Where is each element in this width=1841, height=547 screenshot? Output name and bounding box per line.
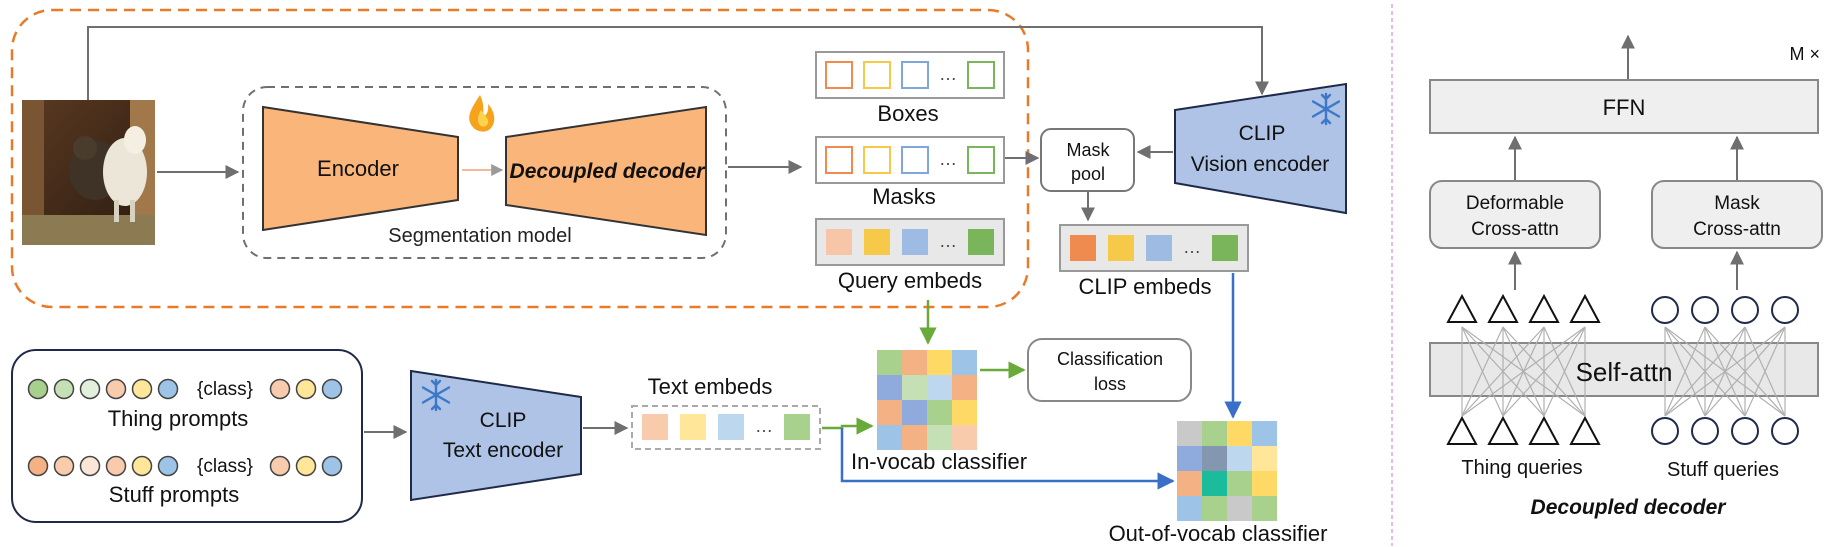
boxes-panel: … — [815, 51, 1005, 99]
ffn-box — [1429, 79, 1819, 134]
thing-class-token: {class} — [197, 379, 253, 400]
m-times-label: M × — [1789, 44, 1820, 64]
classification-loss-label-2: loss — [1094, 374, 1126, 394]
image-to-clip-arrow — [87, 26, 1269, 100]
text-embeds-panel: … — [631, 405, 821, 450]
masks-ellipsis: … — [939, 149, 957, 169]
clip-embeds-label: CLIP embeds — [1079, 274, 1212, 299]
classification-loss-box — [1027, 338, 1192, 402]
deformable-cross-attn-box — [1429, 180, 1601, 249]
thing-queries-label: Thing queries — [1461, 457, 1582, 479]
in-vocab-classifier-grid — [877, 350, 977, 450]
input-image — [22, 100, 155, 245]
textembeds-to-invocab-arrow — [822, 417, 874, 435]
decoupled-decoder-block — [505, 105, 707, 237]
segmentation-model-label: Segmentation model — [388, 225, 571, 247]
thing-query-inputs — [1446, 415, 1601, 445]
text-embeds-label: Text embeds — [648, 374, 773, 399]
boxes-ellipsis: … — [939, 64, 957, 84]
masks-panel: … — [815, 136, 1005, 184]
mask-cross-label-2: Cross-attn — [1693, 219, 1781, 240]
clip-text-encoder-block — [410, 369, 582, 502]
out-of-vocab-classifier-grid — [1177, 421, 1277, 521]
mask-pool-box — [1040, 128, 1135, 192]
self-attn-label: Self-attn — [1576, 357, 1673, 387]
decoupled-decoder-label: Decoupled decoder — [510, 160, 707, 183]
query-embeds-panel: … — [815, 218, 1005, 266]
clip-text-label-1: CLIP — [480, 409, 527, 432]
mask-cross-attn-box — [1651, 180, 1823, 249]
stuff-queries-label: Stuff queries — [1667, 459, 1779, 481]
clip-text-label-2: Text encoder — [443, 439, 563, 462]
query-embeds-label: Query embeds — [838, 268, 982, 293]
encoder-block — [262, 105, 459, 232]
thing-prompts-label: Thing prompts — [108, 406, 249, 431]
clip-embeds-panel: … — [1059, 224, 1249, 272]
ffn-label: FFN — [1603, 95, 1646, 120]
stuff-query-inputs — [1651, 417, 1799, 445]
stuff-prompt-tokens — [27, 455, 343, 477]
self-attn-box — [1429, 342, 1819, 397]
mask-cross-label-1: Mask — [1714, 193, 1760, 214]
masks-label: Masks — [872, 184, 936, 209]
deformable-label-2: Cross-attn — [1471, 219, 1559, 240]
text-embeds-ellipsis: … — [755, 416, 773, 436]
out-of-vocab-classifier-label: Out-of-vocab classifier — [1109, 521, 1328, 546]
boxes-label: Boxes — [877, 101, 938, 126]
segmentation-model-box — [242, 86, 727, 259]
mask-pool-label-2: pool — [1071, 164, 1105, 184]
stuff-class-token: {class} — [197, 456, 253, 477]
stuff-query-outputs — [1651, 296, 1799, 324]
encoder-label: Encoder — [317, 156, 399, 181]
clip-embeds-ellipsis: … — [1183, 237, 1201, 257]
clip-vision-label-2: Vision encoder — [1191, 153, 1330, 176]
mask-pool-label-1: Mask — [1066, 140, 1110, 160]
thing-query-outputs — [1446, 293, 1601, 323]
deformable-label-1: Deformable — [1466, 193, 1564, 214]
clip-vision-encoder-block — [1174, 82, 1347, 215]
stuff-prompts-label: Stuff prompts — [109, 482, 239, 507]
textembeds-to-outvocab-arrow — [840, 428, 1175, 490]
snowflake-icon — [421, 378, 451, 412]
snowflake-icon — [1311, 92, 1341, 126]
in-vocab-classifier-label: In-vocab classifier — [851, 449, 1027, 474]
attention-connections — [1461, 326, 1786, 417]
classification-loss-label-1: Classification — [1057, 349, 1163, 369]
thing-prompt-tokens — [27, 378, 343, 400]
decoupled-decoder-caption: Decoupled decoder — [1531, 496, 1728, 519]
fire-icon — [469, 95, 495, 132]
clip-vision-label-1: CLIP — [1239, 122, 1286, 145]
query-ellipsis: … — [939, 231, 957, 251]
